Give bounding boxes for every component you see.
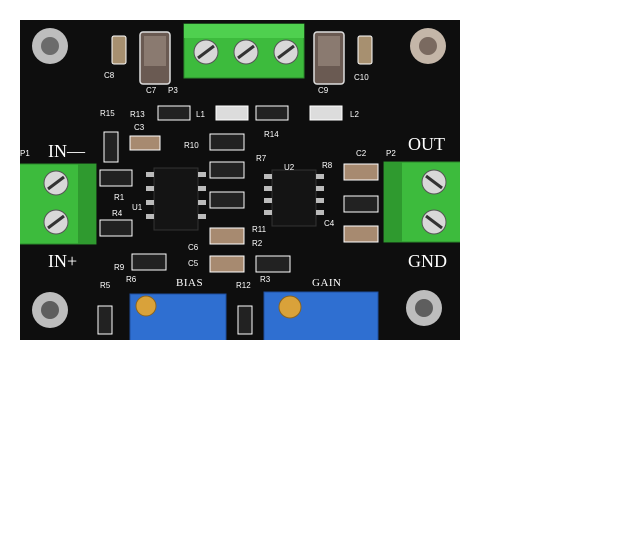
silk-r12: R12 — [236, 281, 251, 290]
silk-p3: P3 — [168, 86, 178, 95]
silk-r5: R5 — [100, 281, 111, 290]
chip-u1 — [146, 167, 206, 231]
resistor-r9-body — [131, 253, 167, 271]
resistor-r6-body — [343, 195, 379, 213]
capacitor-c4-body — [343, 225, 379, 243]
silk-r8: R8 — [322, 161, 333, 170]
resistor-r1-body — [99, 169, 133, 187]
potentiometer-gain — [263, 291, 379, 340]
capacitor-c6-body — [209, 227, 245, 245]
silk-r14: R14 — [264, 130, 279, 139]
capacitor-c2-body — [343, 163, 379, 181]
silk-r7: R7 — [256, 154, 267, 163]
silk-c5: C5 — [188, 259, 199, 268]
capacitor-c9-body — [313, 31, 345, 85]
silk-r15: R15 — [100, 109, 115, 118]
led-l1-body — [215, 105, 249, 121]
capacitor-c3-body — [129, 135, 161, 151]
silk-c9: C9 — [318, 86, 329, 95]
silk-c2: C2 — [356, 149, 367, 158]
mounting-hole-top-right — [410, 28, 446, 64]
label-gain: GAIN — [312, 277, 342, 289]
silk-c3: C3 — [134, 123, 145, 132]
terminal-block-p2 — [383, 161, 460, 243]
potentiometer-bias — [129, 293, 227, 340]
led-l2-body — [309, 105, 343, 121]
silk-r2: R2 — [252, 239, 263, 248]
resistor-r8-body — [209, 191, 245, 209]
capacitor-c7-body — [139, 31, 171, 85]
silk-u2: U2 — [284, 163, 295, 172]
resistor-r13-body — [157, 105, 191, 121]
silk-l2: L2 — [350, 110, 359, 119]
silk-p1: P1 — [20, 149, 30, 158]
silk-c7: C7 — [146, 86, 157, 95]
silk-p2: P2 — [386, 149, 396, 158]
capacitor-c5-body — [209, 255, 245, 273]
silk-r13: R13 — [130, 110, 145, 119]
terminal-block-p3 — [183, 23, 305, 79]
board-drawing: C8 C7 P3 C9 C10 R15 R13 L1 R14 L2 C3 R10… — [20, 20, 460, 340]
label-out: OUT — [408, 134, 445, 154]
resistor-r14-body — [255, 105, 289, 121]
mounting-hole-bottom-right — [406, 290, 442, 326]
silk-c4: C4 — [324, 219, 335, 228]
silk-r6: R6 — [126, 275, 137, 284]
label-bias: BIAS — [176, 277, 204, 289]
silk-u1: U1 — [132, 203, 143, 212]
terminal-block-p1 — [20, 163, 97, 245]
silk-r11: R11 — [252, 225, 267, 234]
mounting-hole-bottom-left — [32, 292, 68, 328]
resistor-r5-body — [97, 305, 113, 335]
silk-r1: R1 — [114, 193, 125, 202]
capacitor-c8-body — [111, 35, 127, 65]
silk-r4: R4 — [112, 209, 123, 218]
silk-l1: L1 — [196, 110, 205, 119]
signal-amplifier-board: C8 C7 P3 C9 C10 R15 R13 L1 R14 L2 C3 R10… — [20, 20, 460, 340]
silk-c8: C8 — [104, 71, 115, 80]
silk-r10: R10 — [184, 141, 199, 150]
silk-r3: R3 — [260, 275, 271, 284]
resistor-r4-body — [99, 219, 133, 237]
label-in-plus: IN+ — [48, 251, 78, 271]
mounting-hole-top-left — [32, 28, 68, 64]
resistor-r12-body — [237, 305, 253, 335]
resistor-r3-body — [255, 255, 291, 273]
resistor-r10-body — [209, 133, 245, 151]
silk-c10: C10 — [354, 73, 369, 82]
silk-c6: C6 — [188, 243, 199, 252]
label-gnd: GND — [408, 251, 447, 271]
resistor-r7-body — [209, 161, 245, 179]
chip-u2 — [264, 169, 324, 227]
resistor-r15-body — [103, 131, 119, 163]
silk-r9: R9 — [114, 263, 125, 272]
label-in-minus: IN— — [48, 141, 85, 161]
capacitor-c10-body — [357, 35, 373, 65]
